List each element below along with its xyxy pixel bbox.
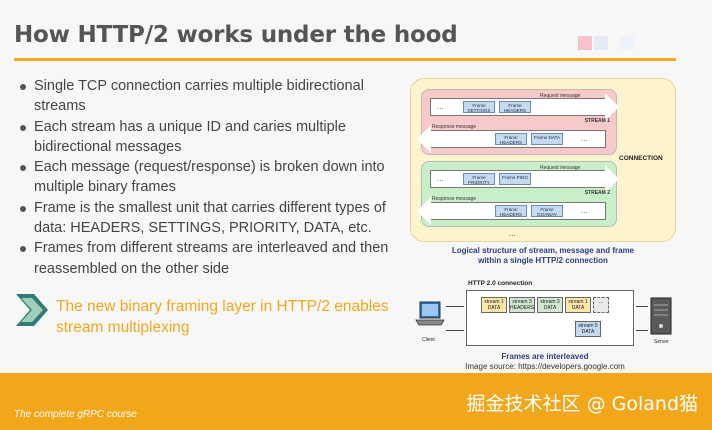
request-message-label: Request message: [540, 93, 581, 99]
response-message-lane: Frame HEADERS Frame DATA ...: [417, 125, 606, 153]
frame-cell: ...: [593, 297, 609, 313]
watermark: 掘金技术社区 @ Goland猫: [466, 393, 698, 415]
arrow-line: [446, 306, 464, 307]
frame-box: Frame SETTINGS: [463, 101, 495, 113]
ellipsis: ...: [581, 134, 588, 143]
request-message-label: Request message: [540, 165, 581, 171]
vertical-ellipsis: ...: [509, 229, 516, 238]
decor-square-icon: [620, 36, 634, 50]
decor-square-icon: [578, 36, 592, 50]
frame-box: Frame HEADERS: [495, 205, 527, 217]
laptop-icon: [415, 301, 445, 326]
response-message-label: Response message: [432, 124, 477, 130]
stream-label: STREAM 1: [584, 118, 610, 124]
frame-box: Frame HEADERS: [499, 101, 531, 113]
stream-2-box: ... Frame PRIORITY Frame PING Request me…: [417, 161, 619, 227]
decor-square-icon: [594, 36, 608, 50]
bullet-item: Each stream has a unique ID and caries m…: [18, 117, 398, 158]
stream-structure-diagram: ... Frame SETTINGS Frame HEADERS Request…: [410, 78, 676, 242]
client-label: Client: [422, 337, 435, 343]
bullet-item: Each message (request/response) is broke…: [18, 157, 398, 198]
arrow-line: [636, 330, 648, 331]
request-message-lane: ... Frame SETTINGS Frame HEADERS: [430, 93, 619, 121]
footer-bar: The complete gRPC course 掘金技术社区 @ Goland…: [0, 373, 712, 430]
bullet-item: Frame is the smallest unit that carries …: [18, 198, 398, 239]
course-name: The complete gRPC course: [14, 409, 137, 420]
caption-line: Logical structure of stream, message and…: [451, 246, 635, 255]
ellipsis: ...: [437, 174, 444, 183]
interleave-caption: Frames are interleaved Image source: htt…: [440, 352, 650, 372]
frame-box: Frame DATA: [531, 133, 563, 145]
request-message-lane: ... Frame PRIORITY Frame PING: [430, 165, 619, 193]
arrow-line: [446, 330, 464, 331]
slide-title: How HTTP/2 works under the hood: [14, 22, 458, 48]
ellipsis: ...: [437, 102, 444, 111]
bullet-item: Frames from different streams are interl…: [18, 238, 398, 279]
connection-label: CONNECTION: [619, 155, 663, 162]
image-source: Image source: https://developers.google.…: [465, 362, 625, 371]
callout: The new binary framing layer in HTTP/2 e…: [14, 290, 404, 350]
chevron-right-icon: [16, 294, 48, 326]
frame-box: Frame PING: [499, 173, 531, 185]
frame-cell: stream 5 DATA: [575, 321, 601, 337]
frame-box: Frame GOAWAY: [531, 205, 563, 217]
connection-label: HTTP 2.0 connection: [468, 280, 533, 287]
frame-box: Frame PRIORITY: [463, 173, 495, 185]
diagram-caption: Logical structure of stream, message and…: [410, 246, 676, 266]
ellipsis: ...: [581, 206, 588, 215]
caption-title: Frames are interleaved: [501, 352, 589, 361]
response-message-label: Response message: [432, 196, 477, 202]
frame-cell: stream 1 DATA: [565, 297, 591, 313]
frame-cell: stream 3 HEADERS: [509, 297, 535, 313]
server-icon: [650, 297, 672, 335]
server-label: Server: [654, 339, 669, 345]
arrow-line: [636, 306, 648, 307]
frame-cell: stream 3 DATA: [537, 297, 563, 313]
frame-box: Frame HEADERS: [495, 133, 527, 145]
title-divider: [14, 58, 676, 61]
stream-label: STREAM 2: [584, 190, 610, 196]
bullet-item: Single TCP connection carries multiple b…: [18, 76, 398, 117]
frame-cell: stream 1 DATA: [481, 297, 507, 313]
connection-pipe: stream 1 DATA stream 3 HEADERS stream 3 …: [466, 290, 634, 346]
response-message-lane: Frame HEADERS Frame GOAWAY ...: [417, 197, 606, 225]
stream-1-box: ... Frame SETTINGS Frame HEADERS Request…: [417, 89, 619, 155]
callout-text: The new binary framing layer in HTTP/2 e…: [56, 298, 389, 336]
bullet-list: Single TCP connection carries multiple b…: [18, 76, 398, 279]
caption-line: within a single HTTP/2 connection: [478, 256, 608, 265]
